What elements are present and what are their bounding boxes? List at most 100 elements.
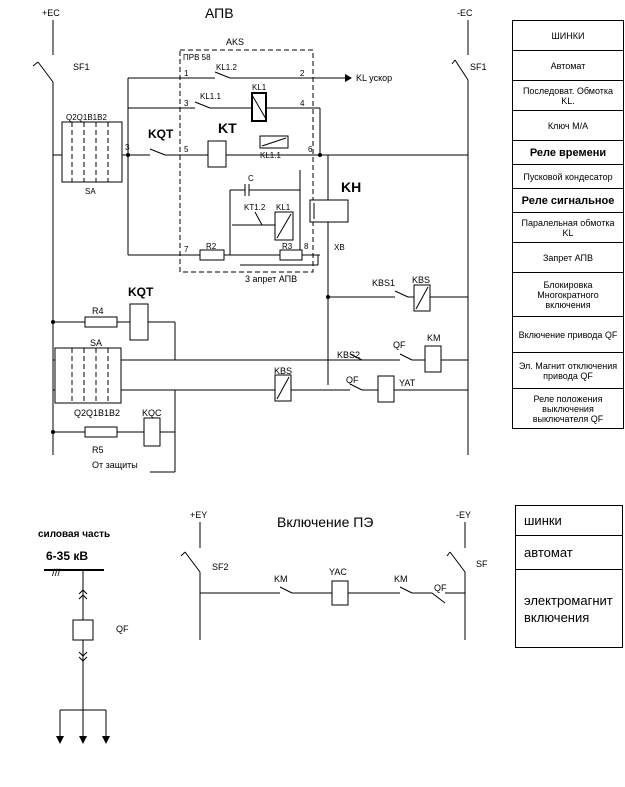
- label-sf-right: SF: [476, 559, 488, 569]
- three-phase-mark: ///: [52, 568, 61, 579]
- kqc-coil: [143, 417, 161, 447]
- kqt-contact: [149, 148, 166, 156]
- title-apv: АПВ: [205, 5, 234, 21]
- legend-row: Автомат: [513, 51, 623, 81]
- legend-row: Реле положения выключения выключателя QF: [513, 389, 623, 429]
- label-kqt-mid: KQT: [128, 285, 154, 299]
- label-sa-top: SA: [85, 187, 96, 196]
- terminal-3: 3: [184, 99, 189, 108]
- terminal-7: 7: [184, 245, 189, 254]
- label-kqt-top: KQT: [148, 127, 174, 141]
- legend-table-pe: шинки автомат электромагнит включения: [515, 505, 623, 648]
- terminal-1: 1: [184, 69, 189, 78]
- sf-right-switch: [449, 551, 466, 573]
- label-kt: KT: [218, 120, 237, 136]
- bus-minus-ec: -EC SF1: [451, 8, 487, 455]
- legend-row: Запрет АПВ: [513, 243, 623, 273]
- kl11-contact: [194, 101, 211, 109]
- label-yac: YAC: [329, 567, 347, 577]
- sf1-right-switch: [454, 59, 469, 81]
- sf1-left-switch: [37, 61, 54, 83]
- label-power-part: силовая часть: [38, 529, 110, 540]
- kt12-contact: [254, 211, 263, 226]
- label-sf2: SF2: [212, 562, 229, 572]
- legend2-row: автомат: [516, 536, 622, 570]
- label-qf2: QF: [346, 375, 359, 385]
- kqt-coil: [129, 303, 149, 341]
- kbs1-contact: [394, 290, 409, 298]
- label-r4: R4: [92, 306, 104, 316]
- km-contact-1: [279, 586, 293, 594]
- label-sf1-left: SF1: [73, 62, 90, 72]
- label-zapret: 3 апрет АПВ: [245, 274, 297, 284]
- terminal-2: 2: [300, 69, 305, 78]
- label-yat: YAT: [399, 378, 416, 388]
- legend-row: Паралельная обмотка KL: [513, 213, 623, 243]
- label-q2-top: Q2Q1B1B2: [66, 113, 107, 122]
- title-vkl-pe: Включение ПЭ: [277, 514, 373, 530]
- legend-row: Блокировка Многократного включения: [513, 273, 623, 317]
- label-km1: KM: [274, 574, 288, 584]
- label-kl12: KL1.2: [216, 63, 237, 72]
- label-ot-zashity: От защиты: [92, 460, 138, 470]
- label-kl1-top: KL1: [252, 83, 267, 92]
- resistor-r2: [199, 249, 225, 261]
- qf-contact-2: [349, 383, 363, 391]
- label-kbs-top: KBS: [412, 275, 430, 285]
- label-sf1-right: SF1: [470, 62, 487, 72]
- label-r5: R5: [92, 445, 104, 455]
- label-plus-ey: +EY: [190, 510, 207, 520]
- label-kl1-mid: KL1: [276, 203, 291, 212]
- label-qf1: QF: [393, 340, 406, 350]
- kt-coil: [207, 140, 227, 168]
- label-prv: ПРВ 58: [183, 53, 211, 62]
- yat-coil: [377, 375, 395, 403]
- label-km2: KM: [394, 574, 408, 584]
- legend-row: Включение привода QF: [513, 317, 623, 353]
- label-xb: XB: [334, 243, 345, 252]
- label-aks: AKS: [226, 37, 244, 47]
- label-c: C: [248, 174, 254, 183]
- label-kh: KH: [341, 179, 361, 195]
- sa-switch-top[interactable]: [61, 121, 123, 183]
- legend-table-apv: ШИНКИ Автомат Последоват. Обмотка KL. Кл…: [512, 20, 624, 429]
- label-kbs-low: KBS: [274, 366, 292, 376]
- label-kbs1: KBS1: [372, 278, 395, 288]
- terminal-4: 4: [300, 99, 305, 108]
- label-voltage: 6-35 кВ: [46, 549, 88, 563]
- sf2-switch: [184, 551, 201, 573]
- legend-row: ШИНКИ: [513, 21, 623, 51]
- label-r2: R2: [206, 242, 217, 251]
- label-q2-bot: Q2Q1B1B2: [74, 408, 120, 418]
- label-kl11b: KL1.1: [260, 151, 281, 160]
- terminal-6: 6: [308, 145, 313, 154]
- kh-relay: [309, 199, 349, 223]
- label-kl11: KL1.1: [200, 92, 221, 101]
- yac-coil: [331, 580, 349, 606]
- label-kqc: KQC: [142, 408, 162, 418]
- label-kbs2: KBS2: [337, 350, 360, 360]
- terminal-8: 8: [304, 242, 309, 251]
- resistor-r5: [84, 426, 118, 438]
- km-coil: [424, 345, 442, 373]
- label-minus-ec: -EC: [457, 8, 473, 18]
- legend-row: Реле сигнальное: [513, 189, 623, 213]
- resistor-r4: [84, 316, 118, 328]
- qf-breaker-power: [72, 619, 94, 641]
- label-minus-ey: -EY: [456, 510, 471, 520]
- label-kl-uskor: KL ускор: [356, 73, 392, 83]
- km-contact-2: [399, 586, 413, 594]
- sa-switch-mid[interactable]: [54, 347, 122, 404]
- aks-block: [179, 49, 314, 273]
- legend-row: Эл. Магнит отключения привода QF: [513, 353, 623, 389]
- label-plus-ec: +EC: [42, 8, 60, 18]
- label-qf-power: QF: [116, 624, 129, 634]
- label-r3: R3: [282, 242, 293, 251]
- label-qf3: QF: [434, 583, 447, 593]
- bus-plus-ec: +EC SF1: [32, 8, 90, 455]
- qf-contact-1: [399, 353, 413, 361]
- label-km-top: KM: [427, 333, 441, 343]
- terminal-5: 5: [184, 145, 189, 154]
- kl12-contact: [214, 71, 231, 79]
